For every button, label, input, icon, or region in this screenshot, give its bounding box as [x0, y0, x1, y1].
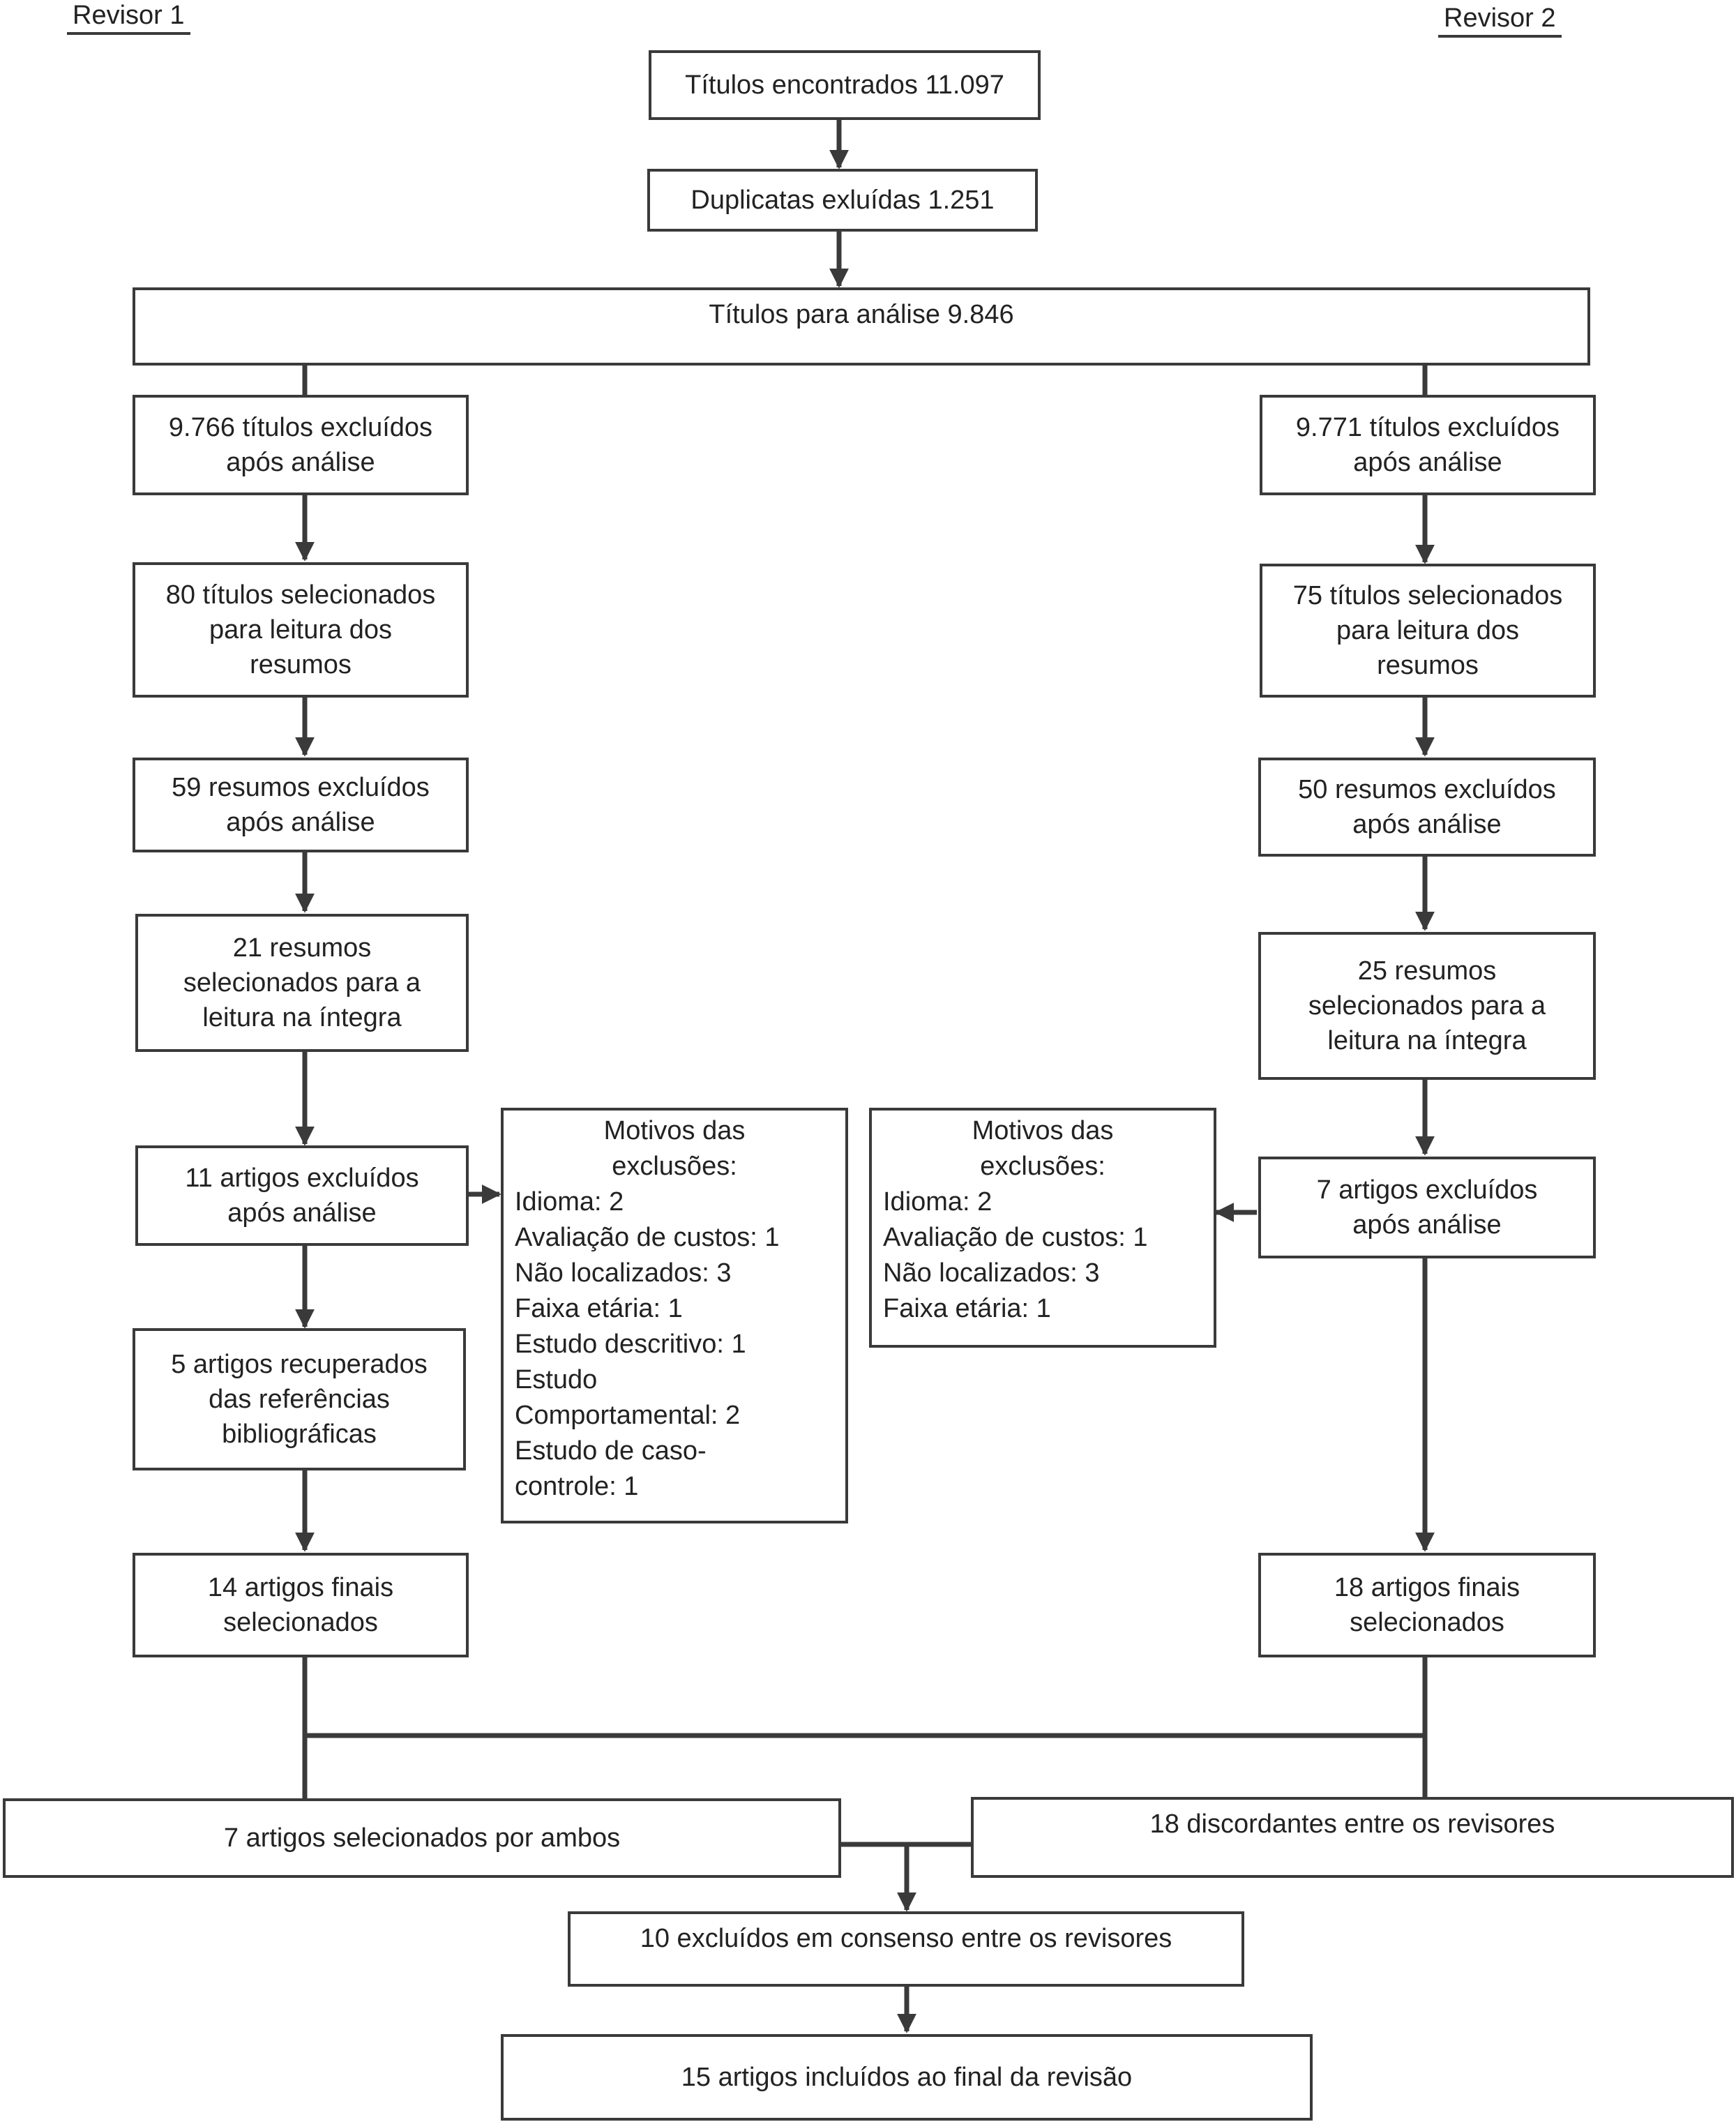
box-r2-final-selected: 18 artigos finais selecionados [1258, 1553, 1596, 1657]
box-titles-for-analysis: Títulos para análise 9.846 [133, 287, 1590, 366]
reason-item: Não localizados: 3 [883, 1258, 1100, 1288]
box-r1-exclusion-reasons: Motivos das exclusões: Idioma: 2 Avaliaç… [501, 1108, 848, 1523]
box-consensus-excluded: 10 excluídos em consenso entre os reviso… [568, 1911, 1244, 1987]
box-r2-titles-selected: 75 títulos selecionados para leitura dos… [1260, 564, 1596, 698]
box-titles-found: Títulos encontrados 11.097 [649, 50, 1041, 120]
box-r2-exclusion-reasons: Motivos das exclusões: Idioma: 2 Avaliaç… [869, 1108, 1216, 1348]
box-r2-abstracts-selected: 25 resumos selecionados para a leitura n… [1258, 932, 1596, 1080]
reason-item: Idioma: 2 [515, 1187, 624, 1217]
reason-item: Não localizados: 3 [515, 1258, 732, 1288]
box-r2-articles-excluded: 7 artigos excluídos após análise [1258, 1157, 1596, 1258]
box-r1-articles-excluded: 11 artigos excluídos após análise [135, 1145, 469, 1246]
reason-item: Avaliação de custos: 1 [883, 1223, 1148, 1252]
reason-item: Estudo descritivo: 1 [515, 1330, 746, 1359]
box-discordant: 18 discordantes entre os revisores [971, 1797, 1734, 1878]
reason-item: Faixa etária: 1 [883, 1294, 1051, 1323]
reason-item: controle: 1 [515, 1472, 639, 1501]
reason-item: Faixa etária: 1 [515, 1294, 683, 1323]
box-r1-titles-excluded: 9.766 títulos excluídos após análise [133, 395, 469, 495]
box-r1-final-selected: 14 artigos finais selecionados [133, 1553, 469, 1657]
reviewer-2-label: Revisor 2 [1438, 3, 1562, 38]
reason-item: Comportamental: 2 [515, 1401, 741, 1430]
reason-item: Idioma: 2 [883, 1187, 992, 1217]
box-selected-by-both: 7 artigos selecionados por ambos [3, 1798, 841, 1878]
box-r2-abstracts-excluded: 50 resumos excluídos após análise [1258, 758, 1596, 857]
reviewer-1-label: Revisor 1 [67, 0, 190, 35]
reason-item: Estudo [515, 1365, 598, 1394]
box-r1-titles-selected: 80 títulos selecionados para leitura dos… [133, 562, 469, 698]
box-duplicates-excluded: Duplicatas exluídas 1.251 [647, 169, 1038, 232]
box-r1-abstracts-selected: 21 resumos selecionados para a leitura n… [135, 914, 469, 1052]
box-r2-titles-excluded: 9.771 títulos excluídos após análise [1260, 395, 1596, 495]
reason-item: Estudo de caso- [515, 1436, 707, 1466]
box-r1-abstracts-excluded: 59 resumos excluídos após análise [133, 758, 469, 852]
box-r1-recovered-references: 5 artigos recuperados das referências bi… [133, 1328, 466, 1470]
reason-item: Avaliação de custos: 1 [515, 1223, 780, 1252]
box-included-final: 15 artigos incluídos ao final da revisão [501, 2034, 1313, 2121]
